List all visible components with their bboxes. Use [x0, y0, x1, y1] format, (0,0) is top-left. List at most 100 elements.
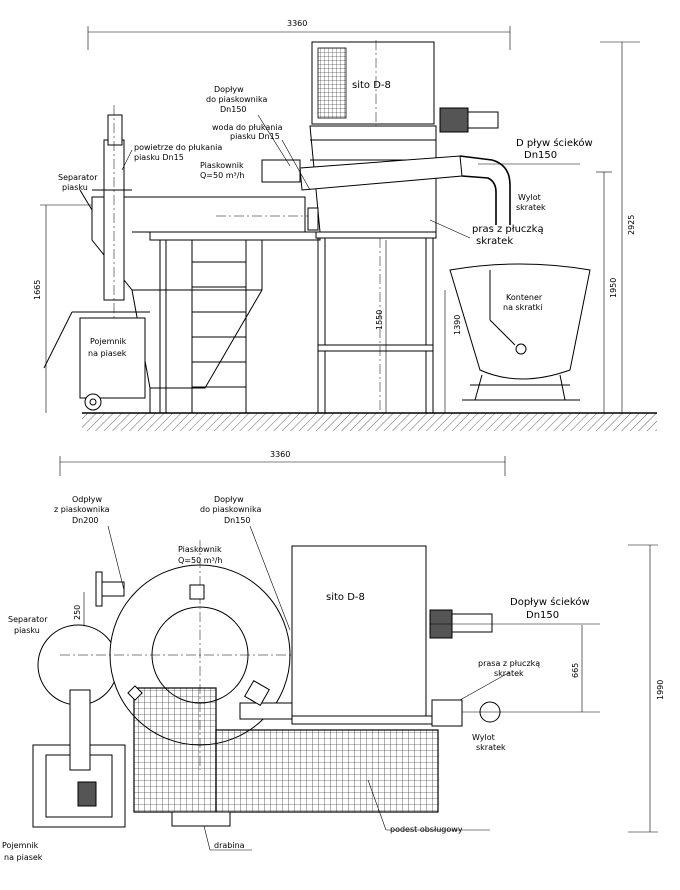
svg-text:Kontener: Kontener [506, 293, 543, 302]
svg-text:Dn150: Dn150 [220, 105, 247, 114]
svg-text:pras z płuczką: pras z płuczką [472, 224, 544, 235]
svg-text:Dn150: Dn150 [524, 150, 557, 161]
svg-text:Pojemnik: Pojemnik [2, 841, 39, 850]
svg-text:drabina: drabina [214, 841, 245, 850]
svg-text:piasku Dn15: piasku Dn15 [134, 153, 184, 162]
svg-text:Piaskownik: Piaskownik [200, 161, 244, 170]
sieve-mesh [317, 47, 347, 119]
svg-text:skratek: skratek [516, 203, 546, 212]
bin-wheel [84, 393, 102, 411]
dim-1390: 1390 [453, 315, 462, 335]
dim-1665: 1665 [33, 280, 42, 300]
plan-label-separator: Separator piasku [8, 615, 48, 635]
svg-text:piasku Dn15: piasku Dn15 [230, 132, 280, 141]
plan-label-pojemnik: Pojemnik na piasek [2, 841, 43, 862]
svg-text:D pływ ścieków: D pływ ścieków [516, 137, 593, 149]
plan-ladder [171, 811, 231, 827]
plan-view: 3360 1990 665 250 sito D-8 [2, 450, 665, 862]
label-woda-plukania: woda do płukania piasku Dn15 [212, 123, 311, 191]
svg-text:skratek: skratek [476, 236, 513, 247]
plan-label-doplyw-sciekow: Dopływ ścieków Dn150 [510, 596, 590, 621]
outlet-pipe [459, 155, 511, 225]
plan-outflow-pipe [99, 581, 125, 597]
plan-dim-250: 250 [73, 605, 82, 620]
ground-hatch [82, 413, 657, 431]
plan-label-doplyw-piaskownika: Dopływ do piaskownika Dn150 [200, 495, 291, 631]
svg-text:Dn150: Dn150 [526, 610, 559, 621]
plan-label-podest: podest obsługowy [367, 779, 490, 834]
svg-text:powietrze do płukania: powietrze do płukania [134, 143, 222, 152]
label-doplyw-piaskownika: Dopływ do piaskownika Dn150 [206, 85, 291, 167]
plan-dim-665: 665 [571, 663, 580, 678]
svg-text:do piaskownika: do piaskownika [200, 505, 261, 514]
plan-label-drabina: drabina [203, 825, 252, 851]
gearbox [467, 111, 499, 129]
plan-label-piaskownik: Piaskownik Q=50 m³/h [178, 545, 223, 565]
plan-label-wylot: Wylot skratek [472, 733, 506, 752]
label-separator: Separator piasku [58, 173, 98, 192]
ladder [191, 240, 247, 413]
svg-text:Dopływ: Dopływ [214, 495, 244, 504]
plan-label-odplyw: Odpływ z piaskownika Dn200 [54, 495, 125, 591]
plan-dim-total-width: 3360 [270, 450, 290, 459]
svg-text:Dn200: Dn200 [72, 516, 99, 525]
svg-text:Dn150: Dn150 [224, 516, 251, 525]
svg-text:z piaskownika: z piaskownika [54, 505, 110, 514]
plan-sieve-label: sito D-8 [326, 592, 365, 603]
svg-text:Odpływ: Odpływ [72, 495, 102, 504]
svg-text:na piasek: na piasek [88, 349, 127, 358]
press-motor [261, 159, 301, 183]
label-piaskownik: Piaskownik Q=50 m³/h [200, 161, 245, 180]
plan-sand-trap-inlet [189, 584, 205, 600]
svg-text:na piasek: na piasek [4, 853, 43, 862]
elevation-view: 3360 2925 1950 1665 [33, 19, 657, 431]
dim-1550: 1550 [375, 310, 384, 330]
svg-text:do piaskownika: do piaskownika [206, 95, 267, 104]
platform-beam [149, 231, 321, 241]
plan-platform-grating-a [133, 687, 217, 813]
svg-text:piasku: piasku [62, 183, 88, 192]
sieve-label: sito D-8 [352, 80, 391, 91]
plan-press-body [291, 715, 433, 725]
screenings-container [449, 263, 591, 380]
separator-motor [107, 114, 123, 146]
svg-text:Pojemnik: Pojemnik [90, 337, 127, 346]
plan-dim-1990: 1990 [656, 680, 665, 700]
svg-text:Dopływ: Dopływ [214, 85, 244, 94]
svg-text:Piaskownik: Piaskownik [178, 545, 222, 554]
label-powietrze-plukania: powietrze do płukania piasku Dn15 [121, 143, 222, 171]
svg-text:skratek: skratek [476, 743, 506, 752]
dim-2925: 2925 [627, 215, 636, 235]
svg-text:Q=50 m³/h: Q=50 m³/h [178, 556, 223, 565]
plan-label-prasa: prasa z płuczką skratek [459, 659, 540, 701]
sand-bin-elevation [43, 311, 150, 411]
svg-text:Separator: Separator [58, 173, 98, 182]
sieve-drive-motor [439, 107, 469, 133]
plan-sieve-housing [291, 545, 427, 717]
svg-text:Wylot: Wylot [472, 733, 495, 742]
label-doplyw-sciekow: D pływ ścieków Dn150 [478, 137, 593, 165]
label-pras-pluczka: pras z płuczką skratek [429, 219, 544, 247]
plan-platform-grating-b [215, 729, 439, 813]
plan-outlet [431, 699, 463, 727]
svg-text:Dopływ ścieków: Dopływ ścieków [510, 596, 590, 608]
svg-text:Separator: Separator [8, 615, 48, 624]
dim-total-width: 3360 [287, 19, 307, 28]
svg-text:Q=50 m³/h: Q=50 m³/h [200, 171, 245, 180]
svg-text:piasku: piasku [14, 626, 40, 635]
plan-bin-drive [77, 781, 97, 807]
plan-separator-chute [69, 689, 91, 771]
svg-text:prasa z płuczką: prasa z płuczką [478, 659, 540, 668]
screen-support-frame [315, 231, 437, 413]
svg-text:podest obsługowy: podest obsługowy [390, 825, 463, 834]
plan-press-motor [239, 702, 293, 720]
svg-text:na skratki: na skratki [503, 303, 543, 312]
dim-1950: 1950 [609, 278, 618, 298]
svg-text:woda do płukania: woda do płukania [212, 123, 283, 132]
svg-text:skratek: skratek [494, 669, 524, 678]
svg-text:Wylot: Wylot [518, 193, 541, 202]
label-wylot-skratek: Wylot skratek [516, 193, 546, 212]
label-kontener: Kontener na skratki [503, 293, 543, 312]
